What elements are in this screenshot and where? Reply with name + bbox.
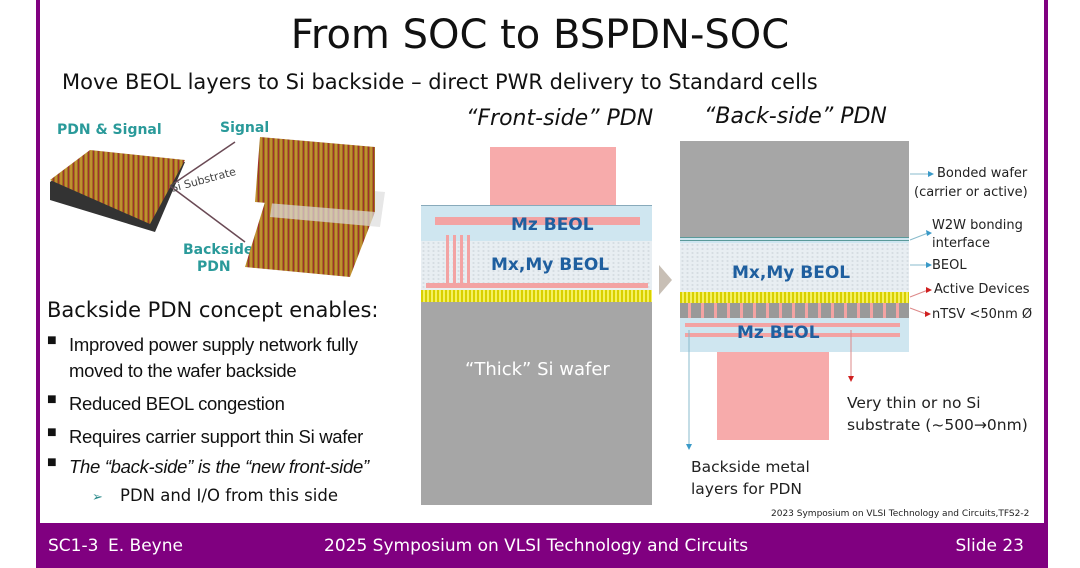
footer-slide-number: Slide 23 [955,536,1024,556]
thin-si-label-2: substrate (~500→0nm) [847,416,1028,434]
front-mxmy-label: Mx,My BEOL [491,255,610,275]
thin-si-label: Very thin or no Si [847,394,981,412]
back-mxmy-label: Mx,My BEOL [732,263,851,283]
w2w-label-2: interface [932,236,990,251]
backside-metal-label: Backside metal [691,458,810,476]
front-mz-label: Mz BEOL [511,215,594,235]
bonded-wafer-label: Bonded wafer [937,166,1028,181]
arrow-bullet-icon: ➢ [92,490,103,505]
front-side-diagram: Mz BEOL Mx,My BEOL “Thick” Si wafer [421,147,652,505]
back-side-heading: “Back-side” PDN [704,104,887,129]
concept-heading: Backside PDN concept enables: [47,298,379,322]
footer-author: E. Beyne [108,536,183,556]
back-mz-label: Mz BEOL [737,323,820,343]
backside-metal-label-2: layers for PDN [691,480,803,498]
callout-arrows [686,171,934,450]
footer-bar: SC1-3 E. Beyne 2025 Symposium on VLSI Te… [36,523,1048,568]
active-devices-label: Active Devices [934,282,1030,297]
beol-label: BEOL [932,258,967,273]
slide-title: From SOC to BSPDN-SOC [290,12,790,58]
citation: 2023 Symposium on VLSI Technology and Ci… [771,509,1030,519]
slide-subtitle: Move BEOL layers to Si backside – direct… [62,70,818,94]
front-side-heading: “Front-side” PDN [466,106,654,131]
w2w-label: W2W bonding [932,218,1023,233]
thick-wafer-label: “Thick” Si wafer [465,359,610,380]
pdn-label: PDN [197,259,231,275]
pdn-signal-label: PDN & Signal [57,122,162,138]
sub-bullet: ➢PDN and I/O from this side [92,486,338,505]
footer-conference: 2025 Symposium on VLSI Technology and Ci… [324,536,749,556]
transition-arrow-icon [659,265,672,295]
ntsv-label: nTSV <50nm Ø [932,307,1033,322]
signal-label: Signal [220,120,270,136]
chip-illustration: Si Substrate [50,137,385,277]
footer-session: SC1-3 [48,536,99,556]
chip-figure: PDN & Signal Signal Backside PDN Si Subs… [45,112,415,282]
slide-frame [36,0,1048,568]
front-pad [490,147,616,207]
back-side-diagram: Mx,My BEOL Mz BEOL [680,141,909,441]
bonded-wafer-label-2: (carrier or active) [914,185,1028,200]
backside-label: Backside [183,242,254,258]
